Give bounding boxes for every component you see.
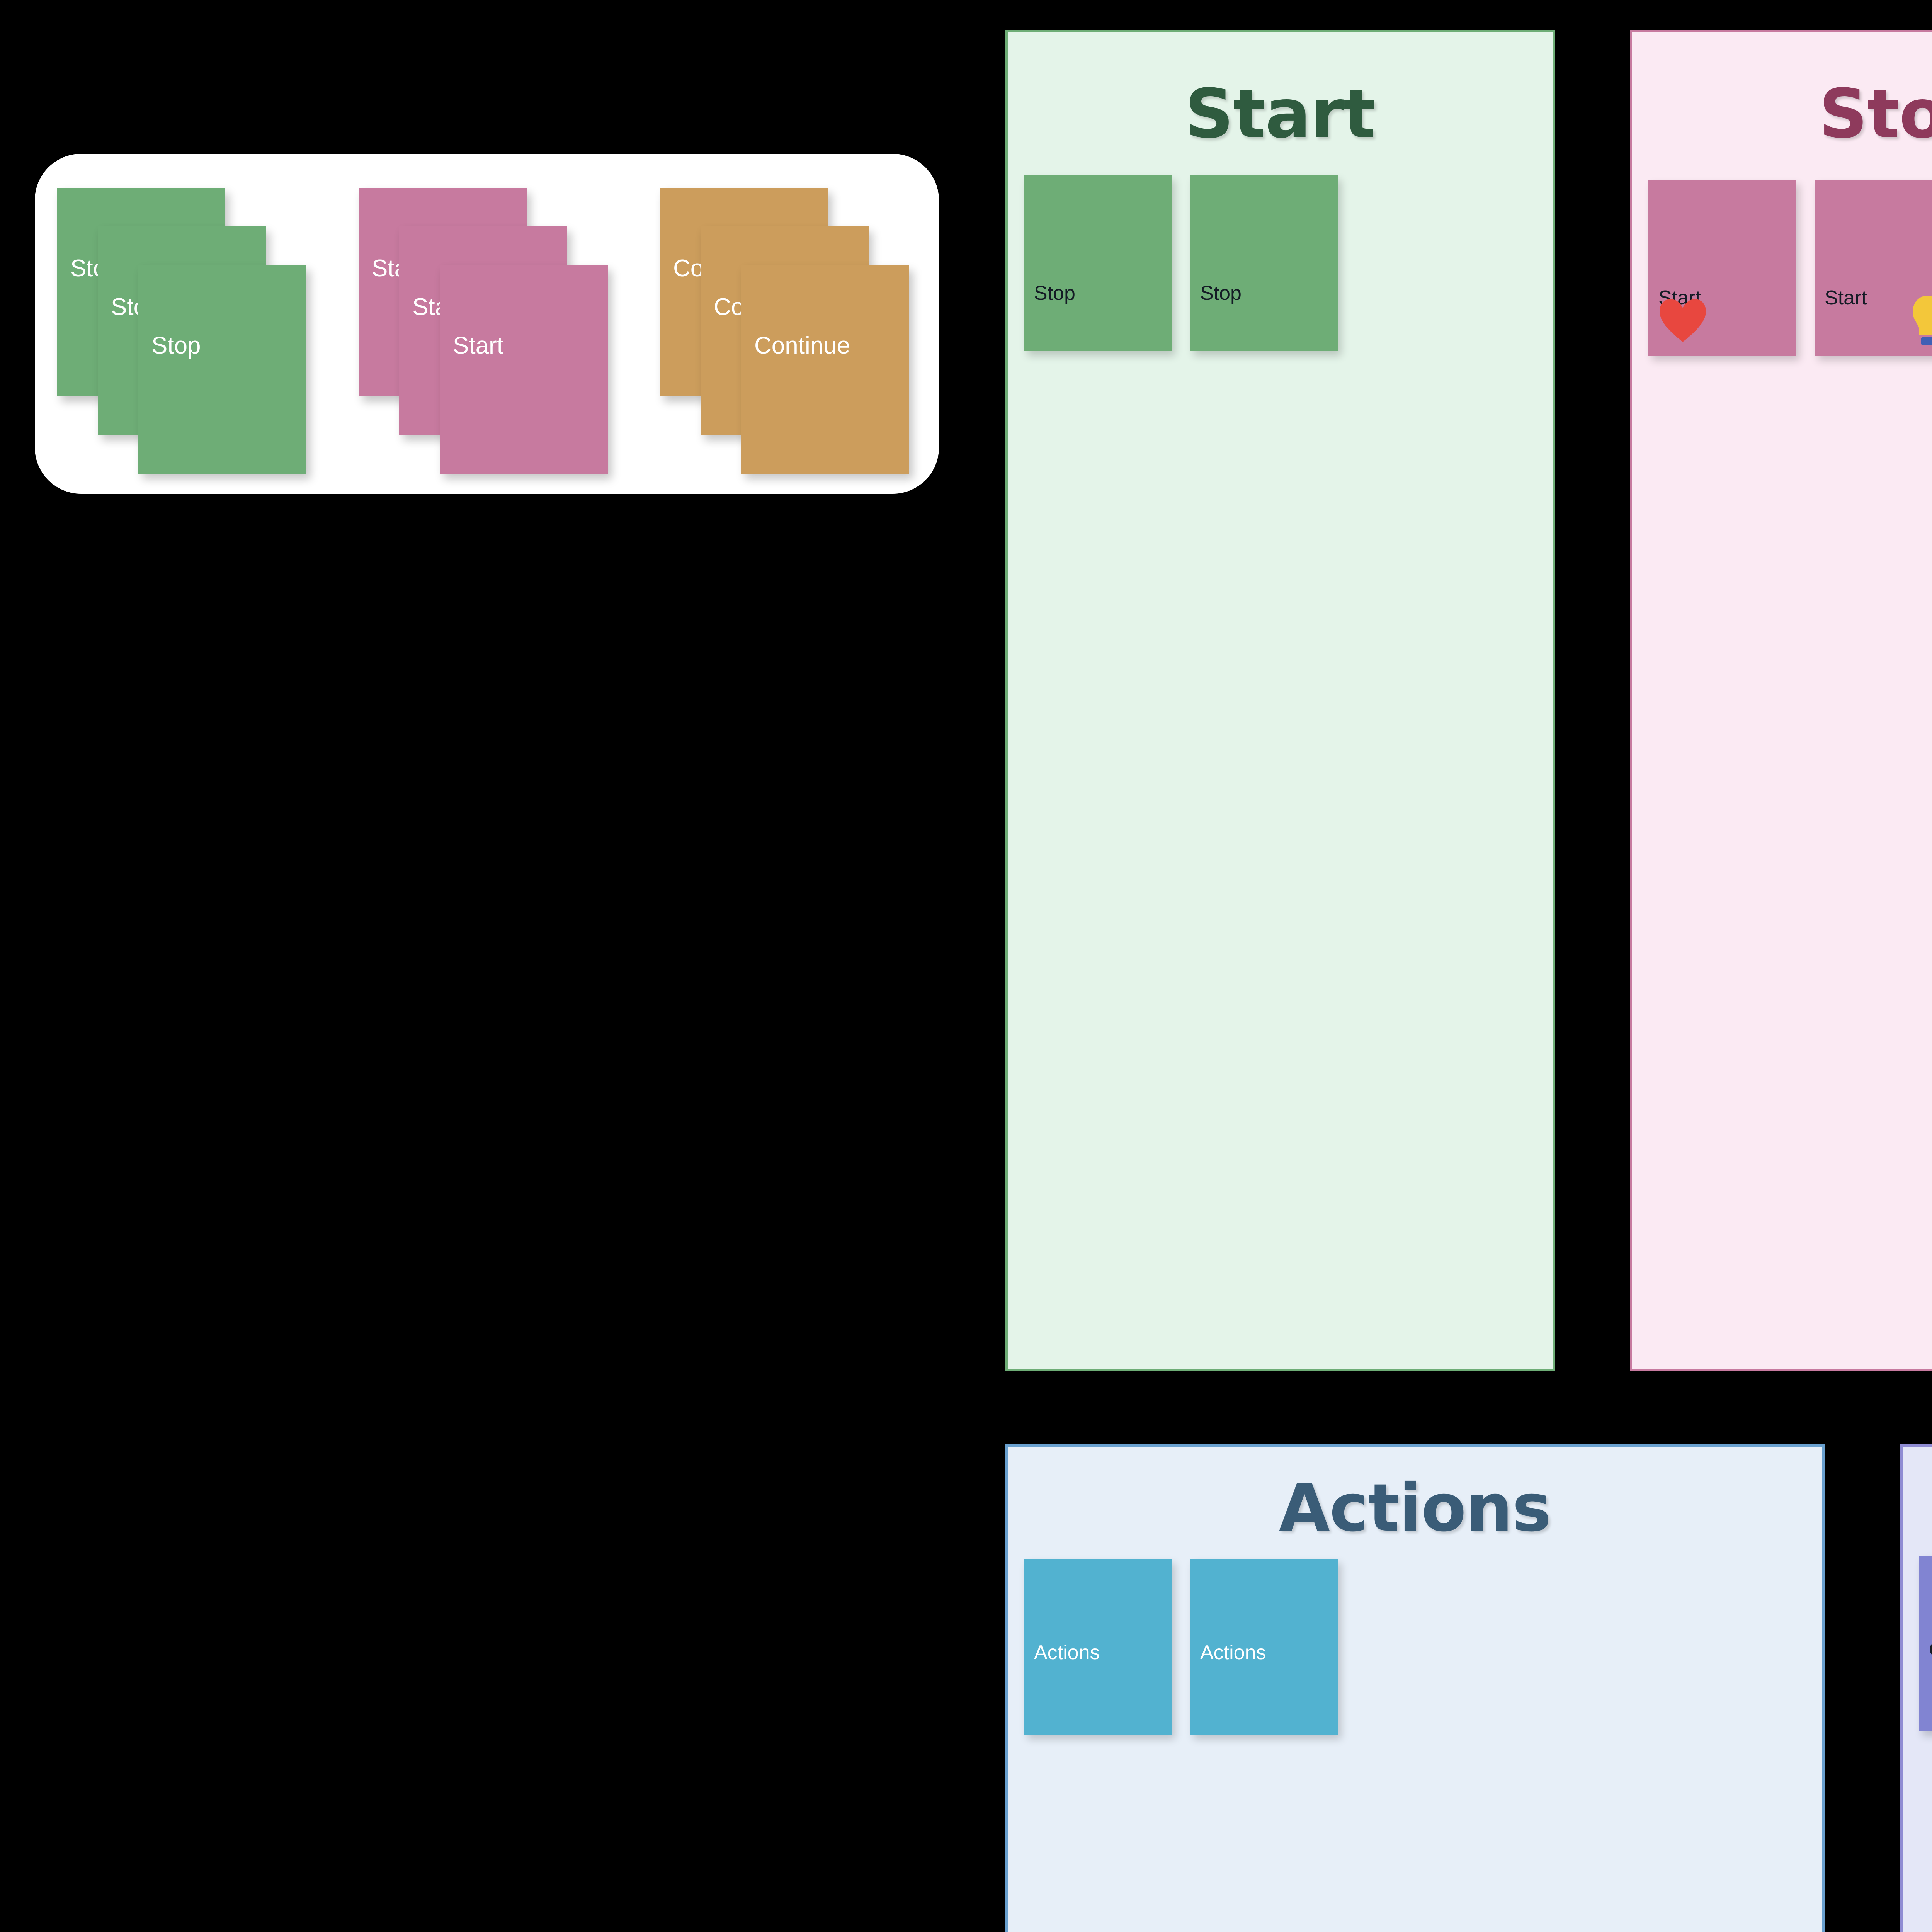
sticky-note-label: Stop (1200, 282, 1242, 304)
palette-note[interactable]: Stop (138, 265, 306, 474)
sticky-note[interactable]: Actions (1190, 1559, 1338, 1735)
sticky-note[interactable]: Stop (1190, 175, 1338, 351)
lightbulb-sticker[interactable] (1899, 291, 1932, 349)
palette-note[interactable]: Continue (741, 265, 909, 474)
palette-note-label: Stop (151, 332, 201, 359)
sticky-note-label: Questions (1929, 1639, 1932, 1660)
column-panel-questions: QuestionsQuestionsQuestions (1900, 1444, 1932, 1932)
sticky-note-label: Actions (1034, 1641, 1100, 1664)
sticky-note[interactable]: Questions (1919, 1556, 1932, 1731)
heart-sticker[interactable] (1654, 291, 1712, 349)
column-title-stop: Stop (1819, 75, 1932, 153)
column-title-questions: Questions (1903, 1470, 1932, 1546)
sticky-note[interactable]: Actions (1024, 1559, 1172, 1735)
palette-note[interactable]: Start (440, 265, 608, 474)
sticky-note[interactable]: Start (1815, 180, 1932, 356)
sticky-note-label: Stop (1034, 282, 1075, 304)
palette-note-label: Continue (754, 332, 850, 359)
sticky-note-label: Actions (1200, 1641, 1266, 1664)
column-title-actions: Actions (1279, 1470, 1551, 1546)
sticky-note[interactable]: Stop (1024, 175, 1172, 351)
sticky-note-label: Start (1825, 287, 1867, 309)
palette-note-label: Start (453, 332, 503, 359)
column-title-start: Start (1185, 75, 1376, 153)
sticky-note[interactable]: Start (1648, 180, 1796, 356)
